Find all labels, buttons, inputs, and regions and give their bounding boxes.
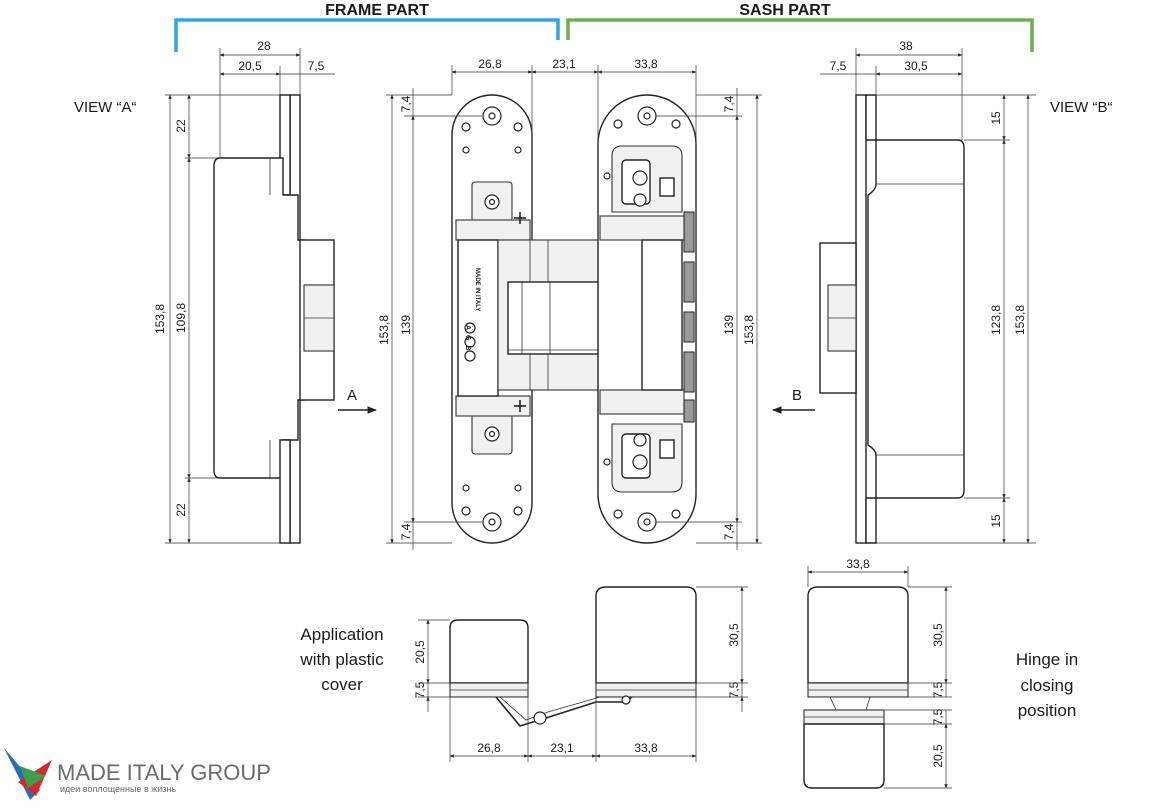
application-note-line3: cover <box>321 675 363 694</box>
closed-width: 33,8 <box>846 557 870 571</box>
dim-23-1: 23,1 <box>552 57 576 71</box>
closed-hinge-drawing <box>803 586 909 789</box>
open-sash-height: 30,5 <box>727 623 741 647</box>
front-right-holes: 139 <box>722 315 736 335</box>
view-a-dimensions: 153,8 22 109,8 22 <box>153 94 290 544</box>
logo-company-name: MADE ITALY GROUP <box>57 760 271 785</box>
frame-part-title: FRAME PART <box>325 2 429 19</box>
dim-38: 38 <box>899 39 913 53</box>
arrow-a-label: A <box>347 387 357 404</box>
dim-20-5: 20,5 <box>238 59 262 73</box>
closed-sash-height: 30,5 <box>931 623 945 647</box>
view-a-bottom-offset: 22 <box>174 503 188 517</box>
dim-30-5: 30,5 <box>904 59 928 73</box>
view-b-top-offset: 15 <box>989 111 1003 125</box>
open-dim-33-8: 33,8 <box>634 741 658 755</box>
view-b-body-height: 123,8 <box>989 305 1003 335</box>
view-a-label: VIEW “A“ <box>74 99 137 116</box>
top-right-dimensions: 38 7,5 30,5 <box>820 39 963 140</box>
sash-plate-front <box>597 94 697 544</box>
made-in-italy-engraving: MADE IN ITALY <box>474 268 480 311</box>
application-note-line2: with plastic <box>299 650 384 669</box>
open-hinge-dimensions: 20,5 7,5 30,5 7,5 26,8 23,1 33,8 <box>413 586 748 762</box>
view-b-total: 153,8 <box>1013 305 1027 335</box>
view-b-label: VIEW “B“ <box>1050 99 1113 116</box>
open-dim-26-8: 26,8 <box>477 741 501 755</box>
arrow-a: A <box>338 387 377 414</box>
logo-mark-icon <box>4 748 52 800</box>
front-right-bottom-offset: 7,4 <box>722 523 736 540</box>
closing-note-line2: closing <box>1021 676 1074 695</box>
application-note-line1: Application <box>300 625 383 644</box>
dim-26-8: 26,8 <box>478 57 502 71</box>
closed-frame-height: 20,5 <box>931 744 945 768</box>
open-dim-23-1: 23,1 <box>550 741 574 755</box>
closed-plate-thickness-bottom: 7,5 <box>931 708 945 725</box>
front-left-total: 153,8 <box>377 315 391 345</box>
open-plate-thickness-left: 7,5 <box>413 681 427 698</box>
arrow-b-label: B <box>792 387 802 404</box>
company-logo: MADE ITALY GROUP идеи воплощенные в жизн… <box>4 748 271 800</box>
dim-7-5: 7,5 <box>308 59 325 73</box>
view-b-drawing <box>819 94 965 544</box>
open-hinge-drawing <box>449 586 697 727</box>
dim-33-8: 33,8 <box>634 57 658 71</box>
dim-28: 28 <box>257 39 271 53</box>
frame-plate-front: MADE IN ITALY AGB <box>451 94 533 544</box>
front-left-top-offset: 7,4 <box>399 95 413 112</box>
front-left-holes: 139 <box>399 315 413 335</box>
closed-plate-thickness-top: 7,5 <box>931 681 945 698</box>
open-cover-height: 20,5 <box>413 640 427 664</box>
view-b-dimensions: 15 123,8 153,8 15 <box>876 94 1036 544</box>
sash-part-bracket <box>566 18 1034 52</box>
view-b-bottom-offset: 15 <box>989 514 1003 528</box>
front-left-bottom-offset: 7,4 <box>399 523 413 540</box>
front-right-top-offset: 7,4 <box>722 95 736 112</box>
open-plate-thickness-right: 7,5 <box>727 681 741 698</box>
frame-part-bracket <box>174 18 560 52</box>
front-view-dimensions: 26,8 23,1 33,8 7,4 153,8 139 7,4 7,4 139… <box>377 57 762 550</box>
front-right-total: 153,8 <box>742 315 756 345</box>
sash-part-title: SASH PART <box>739 2 830 19</box>
closing-note-line3: position <box>1018 701 1077 720</box>
agb-engraving: AGB <box>464 325 471 356</box>
closed-hinge-dimensions: 33,8 30,5 7,5 7,5 20,5 <box>807 557 952 789</box>
arrow-b: B <box>772 387 815 414</box>
view-a-height-total: 153,8 <box>153 304 167 334</box>
dim-7-5-right: 7,5 <box>830 59 847 73</box>
view-a-body-height: 109,8 <box>174 303 188 333</box>
logo-tagline: идеи воплощенные в жизнь <box>60 784 176 794</box>
top-left-dimensions: 28 20,5 7,5 <box>219 39 335 158</box>
view-a-top-offset: 22 <box>174 119 188 133</box>
closing-note-line1: Hinge in <box>1016 650 1078 669</box>
view-a-drawing <box>213 94 335 544</box>
